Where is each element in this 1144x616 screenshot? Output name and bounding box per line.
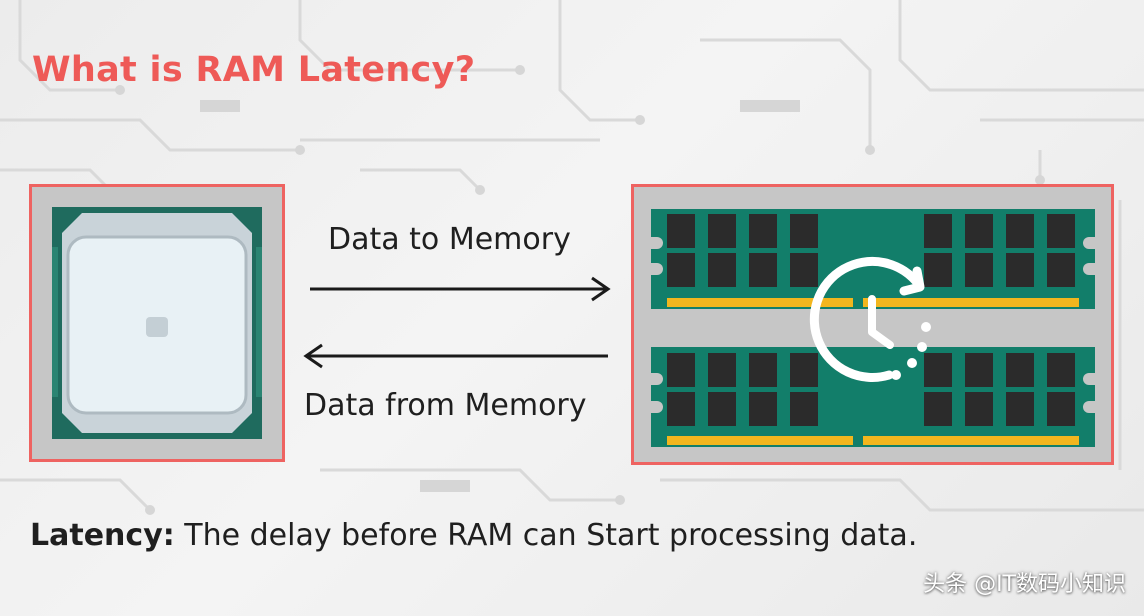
data-to-memory-label: Data to Memory — [328, 222, 571, 257]
ram-stick-bottom — [651, 347, 1095, 447]
page-title: What is RAM Latency? — [32, 50, 476, 90]
definition-term: Latency: — [30, 518, 175, 553]
latency-definition: Latency: The delay before RAM can Start … — [30, 518, 917, 553]
cpu-panel — [29, 184, 285, 462]
clock-refresh-icon — [809, 257, 931, 382]
ram-module-icon — [651, 209, 1095, 447]
ram-panel — [631, 184, 1114, 465]
definition-text: The delay before RAM can Start processin… — [174, 518, 918, 553]
cpu-chip-icon — [52, 207, 262, 439]
watermark-text: 头条 @IT数码小知识 — [923, 572, 1126, 597]
arrow-left-icon — [303, 343, 608, 369]
data-from-memory-label: Data from Memory — [304, 388, 587, 423]
arrow-right-icon — [310, 276, 611, 302]
